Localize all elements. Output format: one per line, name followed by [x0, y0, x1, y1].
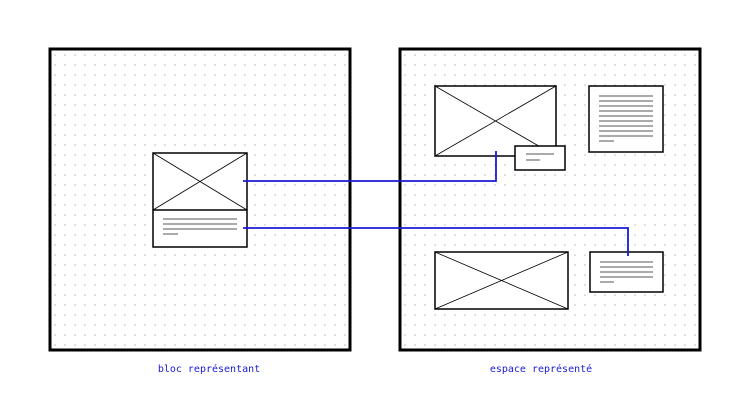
connector-text	[243, 227, 629, 256]
representing-block	[152, 152, 248, 248]
image-placeholder-icon	[152, 152, 248, 211]
connectors	[243, 151, 629, 256]
left-panel-frame	[48, 47, 352, 352]
representing-block-frame	[152, 152, 248, 248]
text-lines-icon	[163, 218, 237, 235]
right-panel-caption: espace représenté	[489, 364, 593, 375]
right-panel	[398, 47, 702, 352]
right-panel-frame	[398, 47, 702, 352]
left-panel	[48, 47, 352, 352]
connector-image	[243, 151, 497, 182]
image-placeholder-bottom	[434, 251, 569, 310]
left-panel-caption: bloc représentant	[157, 364, 261, 375]
text-block-bottom-right	[589, 251, 664, 293]
text-block-top-right	[588, 85, 664, 153]
image-placeholder-top	[434, 85, 557, 157]
caption-text-box	[514, 145, 566, 171]
